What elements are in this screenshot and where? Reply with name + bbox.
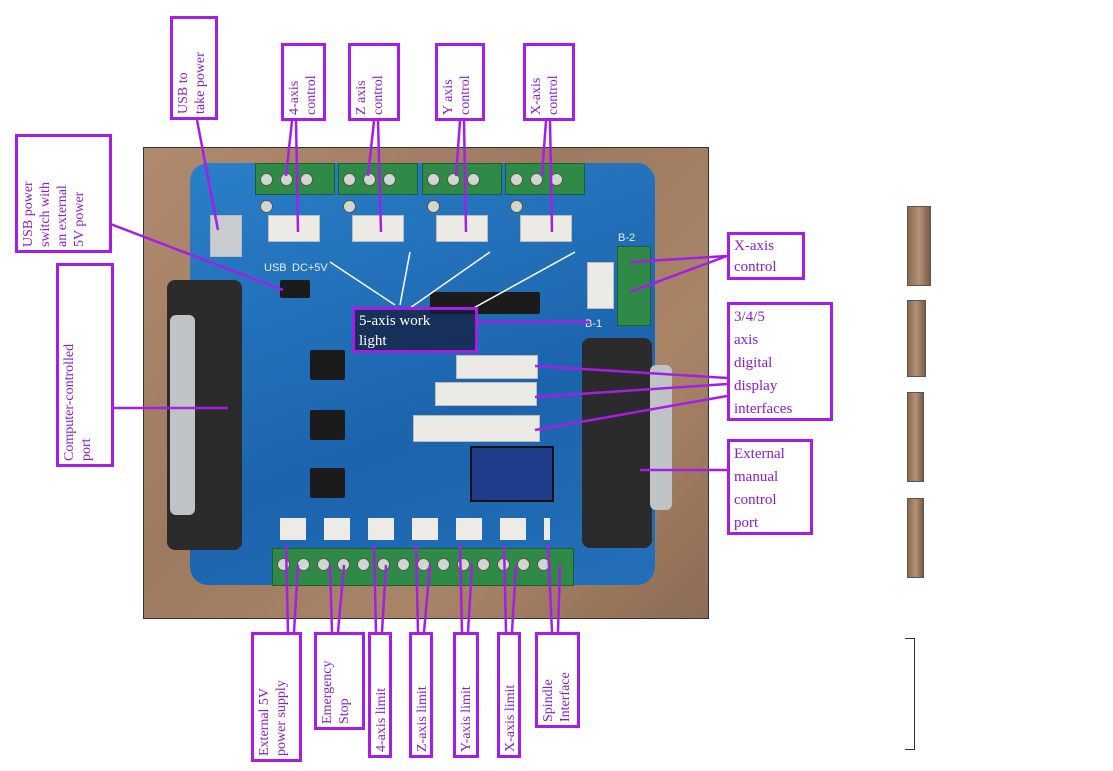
db25-pins — [170, 315, 195, 515]
silk-usb: USB — [264, 262, 287, 274]
bottom-headers — [280, 518, 550, 540]
arrow — [294, 120, 300, 233]
arrow — [534, 394, 728, 432]
terminal-y-axis — [422, 163, 502, 213]
label-y-axis-limit: Y-axis limit — [453, 632, 479, 758]
arrow — [284, 120, 294, 177]
ic-chip — [310, 468, 345, 498]
arrow — [328, 564, 334, 633]
label-usb-power: USB to take power — [170, 16, 218, 120]
label-4-axis-limit: 4-axis limit — [368, 632, 392, 758]
thumbnail[interactable] — [907, 300, 926, 377]
arrow — [534, 364, 728, 380]
label-y-axis-control: Y axis control — [435, 43, 485, 121]
label-computer-port: Computer-controlled port — [56, 263, 114, 467]
bracket — [905, 638, 915, 750]
light-arrow — [399, 251, 411, 306]
arrow — [510, 564, 518, 633]
arrow — [292, 564, 300, 633]
arrow — [366, 120, 376, 177]
label-manual-port: External manual control port — [727, 439, 813, 535]
arrow — [422, 564, 432, 633]
arrow — [372, 544, 378, 633]
terminal-bottom — [272, 548, 574, 586]
usb-switch — [280, 280, 310, 298]
thumbnail[interactable] — [907, 206, 931, 286]
arrow — [458, 544, 464, 633]
label-usb-switch: USB power switch with an external 5V pow… — [15, 134, 112, 253]
relay — [470, 446, 554, 502]
arrow — [629, 254, 728, 264]
silk-b2: B-2 — [618, 232, 636, 244]
header — [520, 215, 572, 242]
arrow — [556, 564, 562, 633]
light-arrow — [329, 261, 396, 306]
header — [268, 215, 320, 242]
label-work-light: 5-axis work light — [352, 307, 478, 353]
arrow — [414, 544, 420, 633]
label-emergency-stop: Emergency Stop — [314, 632, 365, 730]
label-z-axis-control: Z axis control — [348, 43, 400, 121]
arrow — [336, 564, 346, 633]
arrow — [454, 120, 462, 177]
arrow — [546, 544, 554, 633]
pcb-board — [190, 163, 655, 585]
ic-chip — [310, 410, 345, 440]
label-external-5v: External 5V power supply — [251, 632, 302, 762]
arrow — [502, 544, 508, 633]
label-x-axis-control-right: X-axis control — [727, 232, 805, 280]
arrow — [99, 218, 284, 292]
arrow — [380, 564, 388, 633]
arrow — [462, 120, 468, 233]
display-header — [435, 382, 537, 406]
light-arrow — [409, 251, 491, 309]
arrow — [629, 254, 728, 294]
label-z-axis-limit: Z-axis limit — [409, 632, 433, 758]
label-spindle-interface: Spindle Interface — [535, 632, 580, 728]
terminal-z-axis — [338, 163, 418, 213]
arrow — [540, 120, 548, 177]
terminal-x-axis — [505, 163, 585, 213]
arrow — [534, 382, 728, 399]
terminal-4-axis — [255, 163, 335, 213]
arrow — [376, 120, 383, 233]
silk-dc5v: DC+5V — [292, 262, 328, 274]
thumbnail[interactable] — [907, 498, 924, 578]
arrow — [548, 120, 554, 233]
light-arrow — [469, 251, 576, 311]
ic-chip — [310, 350, 345, 380]
label-digital-display: 3/4/5 axis digital display interfaces — [727, 302, 833, 421]
display-header — [456, 355, 538, 379]
header — [587, 262, 614, 309]
thumbnail[interactable] — [907, 392, 924, 482]
label-x-axis-limit: X-axis limit — [497, 632, 521, 758]
arrow — [284, 544, 290, 633]
arrow — [466, 564, 474, 633]
db15-pins — [650, 365, 672, 510]
label-x-axis-control: X-axis control — [523, 43, 575, 121]
header — [436, 215, 488, 242]
arrow — [195, 119, 220, 231]
header — [352, 215, 404, 242]
label-4-axis-control: 4-axis control — [281, 43, 326, 121]
display-header — [413, 415, 540, 442]
